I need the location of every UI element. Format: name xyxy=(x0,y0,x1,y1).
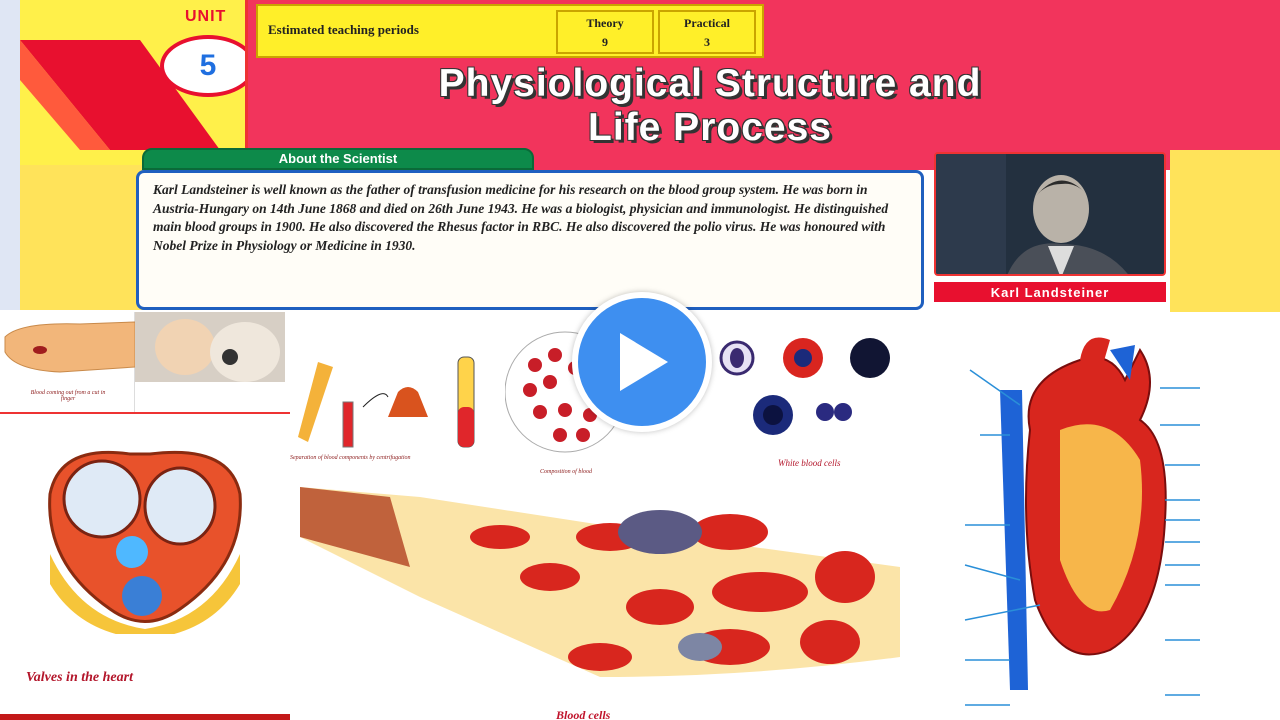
practical-cell: Practical 3 xyxy=(658,10,756,54)
unit-number: 5 xyxy=(199,49,217,82)
practical-value: 3 xyxy=(704,35,710,49)
teaching-periods-box: Estimated teaching periods Theory 9 Prac… xyxy=(256,4,764,58)
about-scientist-tab: About the Scientist xyxy=(142,148,534,170)
separation-caption: Separation of blood components by centri… xyxy=(290,455,411,461)
scientist-photo xyxy=(934,152,1166,276)
white-blood-cells-illustration xyxy=(719,338,890,435)
wbc-caption: White blood cells xyxy=(778,458,841,468)
about-scientist-box: Karl Landsteiner is well known as the fa… xyxy=(136,170,924,310)
page-title-line-2: Life Process xyxy=(588,106,832,149)
unit-arrow-graphic xyxy=(20,40,220,150)
scientist-caption: Karl Landsteiner xyxy=(990,284,1110,300)
header-right-accent xyxy=(1170,150,1280,315)
centrifugation-illustration xyxy=(298,356,475,448)
scientist-caption-box: Karl Landsteiner xyxy=(932,280,1168,304)
portrait-image xyxy=(936,154,1164,274)
valves-caption: Valves in the heart xyxy=(26,670,133,685)
unit-number-badge: 5 xyxy=(160,35,245,97)
page-title-line-1: Physiological Structure and xyxy=(438,62,982,105)
blood-cells-illustration xyxy=(300,487,900,677)
play-icon xyxy=(620,333,668,391)
theory-label: Theory xyxy=(586,16,624,30)
blood-cells-caption: Blood cells xyxy=(556,708,611,720)
doctor-image xyxy=(135,312,285,382)
theory-value: 9 xyxy=(602,35,608,49)
theory-cell: Theory 9 xyxy=(556,10,654,54)
play-button[interactable] xyxy=(572,292,712,432)
heart-valves-panel: Valves in the heart xyxy=(0,412,290,720)
left-edge-strip xyxy=(0,0,20,310)
finger-caption: Blood coming out from a cut in finger xyxy=(30,390,106,402)
bottom-red-strip xyxy=(0,714,290,720)
finger-illustration: Blood coming out from a cut in finger xyxy=(0,312,136,412)
practical-label: Practical xyxy=(684,16,730,30)
teaching-periods-label: Estimated teaching periods xyxy=(268,22,419,37)
heart-structure-illustration xyxy=(964,337,1200,706)
stethoscope-illustration xyxy=(135,312,285,412)
about-scientist-text: Karl Landsteiner is well known as the fa… xyxy=(153,182,889,253)
composition-caption: Composition of blood xyxy=(540,469,593,475)
heart-valves-illustration xyxy=(48,450,242,634)
about-scientist-heading: About the Scientist xyxy=(278,151,398,166)
unit-label: UNIT xyxy=(185,8,227,25)
unit-panel: UNIT 5 xyxy=(20,0,248,165)
